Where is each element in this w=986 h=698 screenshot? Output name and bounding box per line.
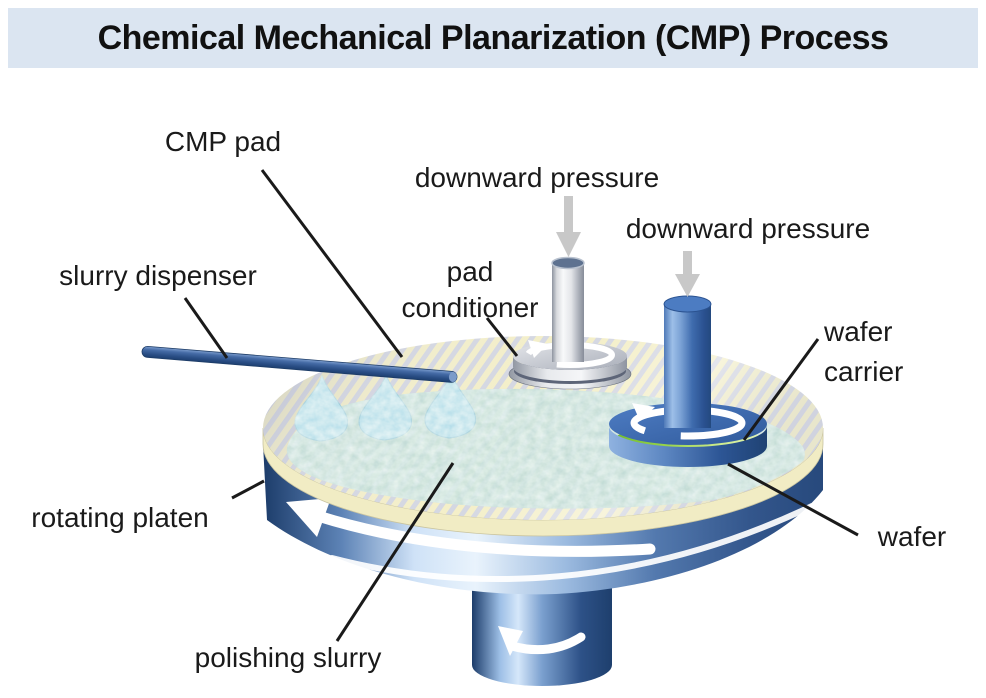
label-downward-pressure-left: downward pressure bbox=[415, 162, 659, 193]
pad-conditioner-shaft-top bbox=[551, 256, 585, 270]
label-wafer-carrier-line2: carrier bbox=[824, 356, 903, 387]
wafer-carrier bbox=[609, 295, 767, 467]
label-wafer-carrier-line1: wafer bbox=[823, 316, 892, 347]
slurry-splash-3 bbox=[424, 371, 476, 439]
wafer-carrier-disk-side bbox=[609, 426, 767, 467]
platen-rotation-arrowhead bbox=[286, 498, 331, 537]
wafer-carrier-shaft-top bbox=[663, 295, 712, 313]
slurry-splash-1 bbox=[294, 374, 348, 442]
leader-line-rotating-platen bbox=[231, 479, 265, 500]
pad-conditioner-rotation-arrowhead bbox=[528, 340, 548, 358]
leader-line-pad-conditioner bbox=[485, 317, 519, 357]
label-polishing-slurry: polishing slurry bbox=[195, 642, 382, 673]
pad-conditioner bbox=[508, 256, 632, 390]
label-downward-pressure-right: downward pressure bbox=[626, 213, 870, 244]
leader-line-wafer bbox=[727, 462, 859, 537]
spindle-rotation-arrowhead bbox=[498, 626, 523, 656]
pad-conditioner-disk-side bbox=[513, 356, 627, 381]
platen-rotation-arrow bbox=[312, 510, 656, 557]
leader-line-slurry-dispenser bbox=[183, 297, 229, 359]
leader-line-polishing-slurry bbox=[335, 462, 455, 642]
slurry-splash-2 bbox=[358, 373, 412, 441]
leader-line-cmp-pad bbox=[260, 169, 404, 358]
label-rotating-platen: rotating platen bbox=[31, 502, 208, 533]
label-wafer: wafer bbox=[877, 521, 946, 552]
downward-pressure-arrow-right bbox=[675, 251, 700, 297]
label-pad-conditioner-line1: pad bbox=[447, 256, 494, 287]
spindle-rotation-arrow bbox=[507, 632, 586, 655]
leader-line-wafer-carrier bbox=[742, 338, 820, 441]
slurry-dispenser-rod bbox=[141, 345, 458, 383]
platen-highlight-stripe bbox=[329, 503, 815, 582]
wafer-carrier-shaft bbox=[664, 303, 711, 428]
page-title: Chemical Mechanical Planarization (CMP) … bbox=[8, 8, 978, 68]
pad-conditioner-shaft bbox=[552, 262, 584, 362]
wafer-carrier-rotation-arrowhead bbox=[632, 403, 655, 421]
label-cmp-pad: CMP pad bbox=[165, 126, 281, 157]
label-slurry-dispenser: slurry dispenser bbox=[59, 260, 257, 291]
downward-pressure-arrow-left bbox=[556, 196, 581, 257]
label-pad-conditioner-line2: conditioner bbox=[402, 292, 539, 323]
